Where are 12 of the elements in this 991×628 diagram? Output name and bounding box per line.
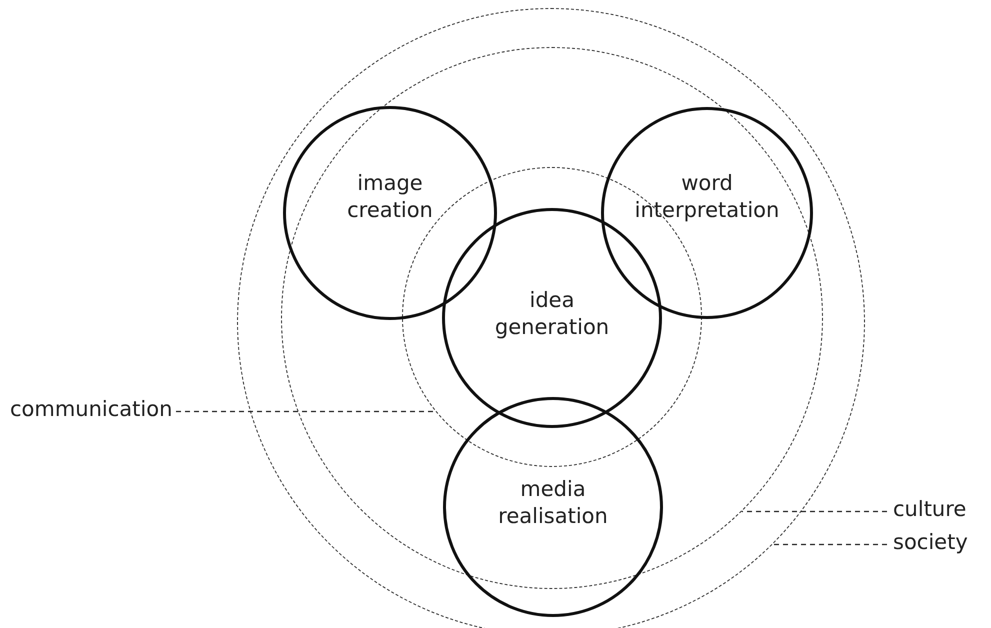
leader-line — [742, 510, 887, 512]
dashed-circle — [237, 8, 865, 628]
circle-label: media realisation — [497, 476, 609, 530]
leader-line — [176, 410, 436, 412]
ring-label: society — [893, 530, 968, 556]
leader-line — [772, 544, 887, 546]
circle-label: word interpretation — [634, 170, 780, 224]
circle-label: idea generation — [494, 286, 610, 341]
dashed-circle — [280, 46, 822, 588]
ring-label: culture — [893, 497, 966, 522]
ring-label: communication — [10, 397, 172, 422]
circle-label: image creation — [346, 170, 434, 224]
